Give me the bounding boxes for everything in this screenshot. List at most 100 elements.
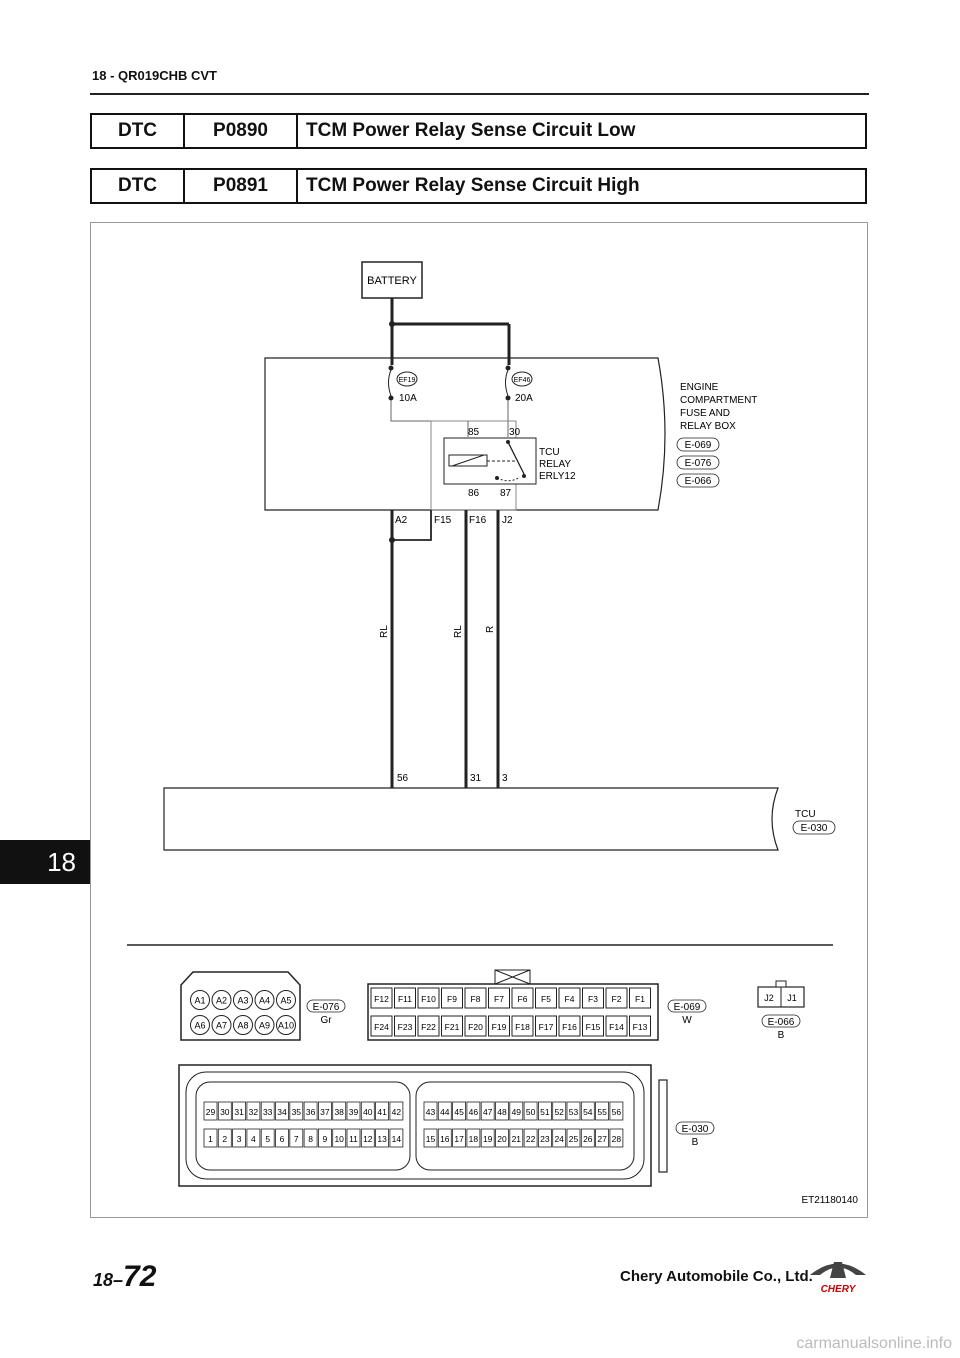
e069-pin-label: F9 [447, 994, 457, 1004]
harness-wires [390, 510, 500, 788]
e030-pin-cell [595, 1101, 609, 1121]
e030-pin-cell [260, 1128, 275, 1148]
e069-pin-label: F12 [374, 994, 389, 1004]
relay-label-line-3: ERLY12 [539, 471, 576, 482]
e069-pin-cell [488, 987, 510, 1009]
relay-box-label-line-3: FUSE AND [680, 408, 730, 419]
e030-pin-cell [480, 1101, 495, 1121]
e030-pin-cell [452, 1101, 467, 1121]
e030-pin-cell [260, 1101, 275, 1121]
e030-pin-label: 32 [249, 1107, 259, 1117]
e066-pin-j2: J2 [764, 993, 774, 1003]
fuse-ef46-rating: 20A [515, 393, 533, 404]
e069-pin-label: F18 [515, 1022, 530, 1032]
e076-pin-label: A1 [194, 996, 205, 1006]
dtc-row-p0890: DTC P0890 TCM Power Relay Sense Circuit … [90, 113, 867, 149]
e030-pin-cell [246, 1128, 261, 1148]
e069-pin-cell [535, 987, 557, 1009]
tcu-pin-56: 56 [397, 773, 409, 784]
e030-pin-cell [580, 1128, 595, 1148]
e076-pin-socket [233, 1015, 253, 1035]
e030-pin-cell [303, 1128, 318, 1148]
e069-pin-label: F22 [421, 1022, 436, 1032]
relay-pin-30: 30 [509, 427, 521, 438]
e030-pin-label: 40 [363, 1107, 373, 1117]
fuse-ef19-rating: 10A [399, 393, 417, 404]
e030-pin-cell [580, 1101, 595, 1121]
e069-pin-cell [417, 1015, 440, 1037]
e030-pin-label: 44 [440, 1107, 450, 1117]
e030-pin-label: 29 [206, 1107, 216, 1117]
e030-pin-cell [332, 1128, 347, 1148]
e069-pin-label: F14 [609, 1022, 624, 1032]
e030-pin-label: 27 [597, 1134, 607, 1144]
e030-color: B [692, 1137, 699, 1148]
dtc-code: P0891 [185, 170, 298, 202]
e030-pin-cell [423, 1101, 438, 1121]
e069-pin-cell [629, 1015, 651, 1037]
e076-id: E-076 [313, 1002, 340, 1013]
connector-tag-outline [676, 455, 720, 470]
e030-pin-label: 50 [526, 1107, 536, 1117]
e076-pin-socket [233, 990, 253, 1010]
e030-pin-label: 13 [377, 1134, 387, 1144]
e030-pin-cell [275, 1101, 289, 1121]
e069-pin-label: F6 [518, 994, 528, 1004]
e069-pin-cell [605, 987, 628, 1009]
e030-pin-label: 19 [483, 1134, 493, 1144]
e069-pin-cell [558, 987, 581, 1009]
e066-latch [775, 980, 787, 988]
e069-pin-label: F5 [541, 994, 551, 1004]
e069-pin-label: F24 [374, 1022, 389, 1032]
e030-pin-cell [437, 1128, 452, 1148]
e030-pin-label: 1 [208, 1134, 213, 1144]
e030-pin-label: 18 [469, 1134, 479, 1144]
e030-pin-label: 23 [540, 1134, 550, 1144]
e069-pin-label: F3 [588, 994, 598, 1004]
e030-pin-label: 9 [323, 1134, 328, 1144]
e030-pin-label: 11 [349, 1134, 358, 1144]
tcu-box [163, 787, 779, 851]
e069-pin-cell [464, 1015, 487, 1037]
dtc-tag: DTC [92, 170, 185, 202]
relay-pin-85: 85 [468, 427, 480, 438]
e069-pin-label: F4 [565, 994, 575, 1004]
e069-pin-label: F13 [633, 1022, 648, 1032]
dtc-code: P0890 [185, 115, 298, 147]
box-pin-f15: F15 [434, 515, 452, 526]
wiring-diagram-frame [90, 222, 868, 1218]
e030-pin-cell [466, 1128, 481, 1148]
e030-pin-cell [232, 1128, 247, 1148]
e030-pin-label: 41 [377, 1107, 387, 1117]
e030-pin-label: 2 [222, 1134, 227, 1144]
e076-pin-label: A10 [278, 1021, 294, 1031]
e069-pin-cell [488, 1015, 510, 1037]
e030-pin-label: 12 [363, 1134, 373, 1144]
e069-pin-cell [511, 1015, 534, 1037]
e030-pin-cell [538, 1101, 552, 1121]
e030-pin-label: 24 [554, 1134, 564, 1144]
e030-pin-cell [609, 1128, 624, 1148]
e076-color: Gr [320, 1015, 332, 1026]
page-number: 18–72 [93, 1260, 156, 1294]
e030-pin-cell [523, 1128, 538, 1148]
relay-pin-86: 86 [468, 488, 480, 499]
e030-pin-cell [437, 1101, 452, 1121]
e076-pin-label: A8 [237, 1021, 248, 1031]
e076-pin-socket [254, 1015, 275, 1035]
e069-pin-cell [394, 1015, 416, 1037]
e069-pin-cell [582, 987, 604, 1009]
dtc-row-p0891: DTC P0891 TCM Power Relay Sense Circuit … [90, 168, 867, 204]
e069-pin-label: F2 [612, 994, 622, 1004]
e069-pin-cell [582, 1015, 604, 1037]
e030-pin-cell [595, 1128, 609, 1148]
e030-pin-cell [232, 1101, 247, 1121]
e030-lock-bar [658, 1079, 668, 1173]
e030-pin-cell [538, 1128, 552, 1148]
e069-latch [494, 969, 531, 985]
e030-pin-label: 17 [454, 1134, 464, 1144]
connector-tag-outline [676, 473, 720, 488]
connector-tag-outline [792, 820, 836, 835]
battery-feed-wires [390, 298, 511, 365]
